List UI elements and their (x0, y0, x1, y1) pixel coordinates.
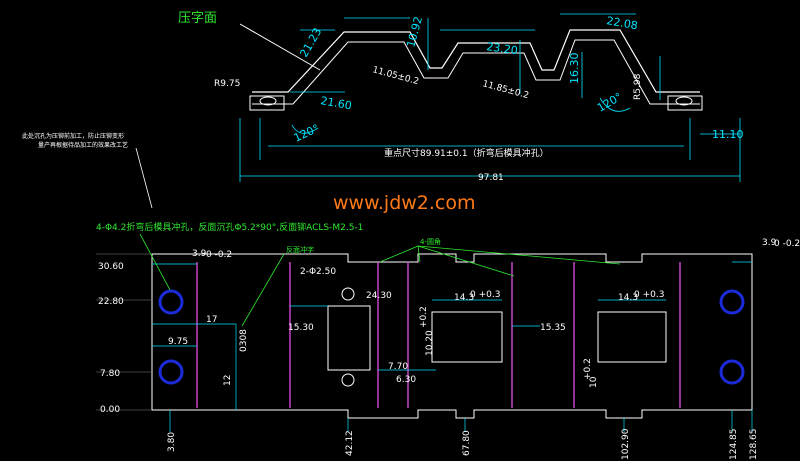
cutout-middle (431, 311, 503, 363)
right-rivet (675, 96, 693, 106)
round-edge-label: 4-圆角 (420, 237, 441, 246)
dim-22-08: 22.08 (605, 14, 638, 32)
plan-view: 4-Φ4.2折弯后模具冲孔，反面沉孔Φ5.2*90°,反面铆ACLS-M2.5-… (96, 221, 800, 460)
dim-3-9-right: 3.9 (762, 238, 777, 248)
dim-10-92: 10.92 (404, 15, 425, 49)
dim-23-20: 23.20 (486, 40, 519, 57)
hole-top-left (158, 289, 184, 315)
dim-14-3-a-tol: 0 +0.3 (470, 290, 500, 300)
small-hole-top (341, 287, 355, 301)
right-foot (667, 95, 703, 111)
small-hole-bottom (341, 373, 355, 387)
hole-bottom-left (158, 359, 184, 385)
dim-0308: 0308 (239, 329, 249, 352)
y-0-00: 0.00 (100, 405, 120, 415)
dim-15-30: 15.30 (288, 323, 314, 333)
back-press-label: 反面冲字 (286, 245, 314, 254)
x-124-85: 124.85 (729, 429, 739, 461)
cutout-right (597, 311, 667, 363)
left-note-line1: 此处沉孔为压铆前加工，防止压铆变形 (22, 132, 124, 140)
y-22-80: 22.80 (98, 297, 124, 307)
dim-16-30: 16.30 (568, 53, 581, 85)
dim-10: 10 (589, 376, 599, 388)
dim-9-75: 9.75 (168, 337, 188, 347)
dim-r5-98: R5.98 (633, 73, 643, 100)
centerline-note: 重点尺寸89.91±0.1（折弯后模具冲孔） (384, 147, 549, 159)
press-face-label: 压字面 (178, 11, 217, 26)
plan-dim-lines (152, 261, 753, 432)
dim-15-35: 15.35 (540, 323, 566, 333)
y-30-60: 30.60 (98, 262, 124, 272)
x-42-12: 42.12 (345, 430, 355, 456)
left-note: 此处沉孔为压铆前加工，防止压铆变形 量产再根据待品加工的效果改工艺 (22, 132, 153, 209)
dim-11-10: 11.10 (712, 128, 744, 141)
top-view: 压字面 21.23 10.92 23.20 22.08 11.05±0.2 11… (178, 11, 744, 183)
dim-21-60: 21.60 (319, 94, 352, 112)
dim-97-81: 97.81 (478, 173, 504, 183)
dim-11-05: 11.05±0.2 (371, 65, 420, 87)
dim-r9-75: R9.75 (214, 79, 240, 89)
left-foot (249, 95, 285, 111)
dim-12: 12 (223, 375, 233, 386)
hole-note: 4-Φ4.2折弯后模具冲孔，反面沉孔Φ5.2*90°,反面铆ACLS-M2.5-… (96, 221, 363, 233)
dim-2-phi-2-50: 2-Φ2.50 (300, 267, 336, 277)
left-rivet (259, 96, 277, 106)
dim-10-20: 10.20 (425, 330, 435, 356)
dim-14-3-a: 14.3 (454, 293, 474, 303)
top-dim-lines (239, 13, 741, 182)
hole-top-right (719, 289, 745, 315)
dim-3-9-right-tol: 0 -0.2 (774, 239, 800, 249)
left-note-leader (135, 147, 153, 209)
hole-bottom-right (719, 359, 745, 385)
x-128-65: 128.65 (749, 429, 759, 461)
dim-7-70: 7.70 (388, 362, 408, 372)
left-note-line2: 量产再根据待品加工的效果改工艺 (38, 141, 128, 149)
bend-lines (196, 262, 681, 408)
dim-14-3-b: 14.3 (618, 293, 638, 303)
dim-3-9-left: 3.9 (192, 249, 207, 259)
dim-24-30: 24.30 (366, 291, 392, 301)
bent-profile-outer (252, 29, 700, 93)
bent-profile-inner (252, 39, 700, 105)
dim-17: 17 (206, 315, 217, 325)
dim-11-85: 11.85±0.2 (481, 79, 530, 101)
angle-120-left: 120° (292, 122, 322, 145)
watermark: www.jdw2.com (333, 192, 476, 214)
cutout-left (327, 305, 371, 371)
holes (158, 287, 745, 387)
x-67-80: 67.80 (462, 430, 472, 456)
x-3-80: 3.80 (167, 432, 177, 452)
press-face-leader (239, 23, 321, 71)
dim-6-30: 6.30 (396, 375, 416, 385)
dim-10-20-tol: +0.2 (419, 306, 429, 328)
dim-21-23: 21.23 (297, 26, 324, 60)
dim-10-tol: +0.2 (583, 358, 593, 380)
dim-3-9-left-tol: 0 -0.2 (206, 250, 232, 260)
y-7-80: 7.80 (100, 369, 120, 379)
plan-leaders (139, 233, 621, 327)
dim-14-3-b-tol: 0 +0.3 (634, 290, 664, 300)
x-102-90: 102.90 (621, 428, 631, 460)
